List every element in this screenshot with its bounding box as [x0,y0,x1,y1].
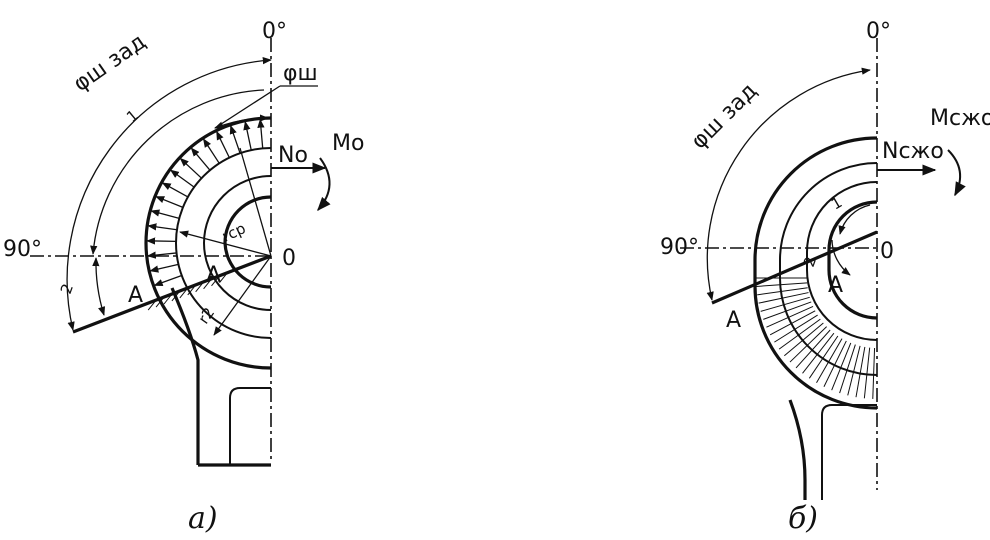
hatch-line [757,287,808,296]
hatch-line [808,335,839,379]
label-A-outer-b: A [726,308,741,333]
hatch-line [847,345,861,396]
hatch-line [774,314,818,343]
label-phi-sh-a: φш [283,61,318,86]
pressure-arrow [229,124,241,154]
label-A-outer-a: A [128,283,143,308]
label-M-b: Mсжо [930,106,990,131]
label-90deg-a: 90° [3,237,42,262]
radius-r2-a [213,255,272,336]
label-phi-zad-a: φш зад [69,29,151,97]
hatch-line [766,306,814,328]
pressure-arrow [161,182,189,198]
arc-2-a [92,257,106,316]
radius-aux-a [239,147,272,257]
hatch-line [831,342,852,391]
hatch-line [863,347,871,399]
hatch-line [778,318,821,350]
diagram-b: 0° 90° φш зад Nсжо Mсжо 0 1 2 A A б) [660,19,990,536]
pressure-arrow [243,120,252,151]
hatch-line [872,347,876,399]
arc-1-b [838,204,871,235]
pressure-arrow [179,157,202,179]
hatch-line [789,326,827,363]
hatch-line [802,332,835,374]
hatch-line [816,338,843,384]
label-0deg-b: 0° [866,19,891,44]
label-A-inner-b: A [828,273,843,298]
arc-phi-sh-a [214,114,269,129]
pressure-arrow [155,195,184,209]
label-phi-zad-b: φш зад [687,79,763,155]
label-1-b: 1 [828,193,845,213]
pressure-arrow [257,118,265,149]
hatch-line [763,301,812,320]
label-A-inner-a: A [206,263,221,288]
label-0deg-a: 0° [262,19,287,44]
diagram-a: 0° 90° φш зад φш No Mo 0 rср r2 1 2 A A … [3,19,364,536]
arc-phi-zad-b [706,67,871,301]
caption-a: а) [188,501,218,536]
moment-M-b [947,149,966,197]
label-N-a: No [278,143,308,168]
label-O-b: 0 [880,239,894,264]
crank-body-b [753,136,878,500]
section-line-b [711,230,878,305]
moment-M-a [317,157,331,212]
hatch-line [823,340,847,387]
pressure-arrow [202,138,220,164]
pressure-arrow [169,169,195,188]
pressure-arrows-a [146,118,265,287]
hatch-line [756,282,808,287]
pressure-arrow [190,147,211,171]
pressure-arrow [146,237,177,245]
pressure-hatch-b [756,277,876,399]
arc-2-b [831,239,851,276]
hatch-line [855,346,866,398]
hatch-line [783,322,824,357]
arc-phi-zad-a [66,56,272,331]
hatch-line [795,329,831,369]
pressure-arrow [150,209,180,220]
hatch-line [769,310,816,336]
label-M-a: Mo [332,131,364,156]
label-N-b: Nсжо [882,139,944,164]
arc-1-a [90,89,265,255]
pressure-arrow [216,130,230,158]
pressure-arrow [149,263,179,273]
leader-phi-sh-a [214,85,281,129]
radius-rcp-a [179,230,272,257]
label-r2-a: r2 [195,304,219,327]
hatch-line [839,344,856,394]
label-O-a: 0 [282,246,296,271]
pressure-arrow [153,274,182,287]
label-90deg-b: 90° [660,235,699,260]
caption-b: б) [788,501,818,536]
pressure-arrow [147,223,178,231]
crank-body-a [144,116,272,467]
